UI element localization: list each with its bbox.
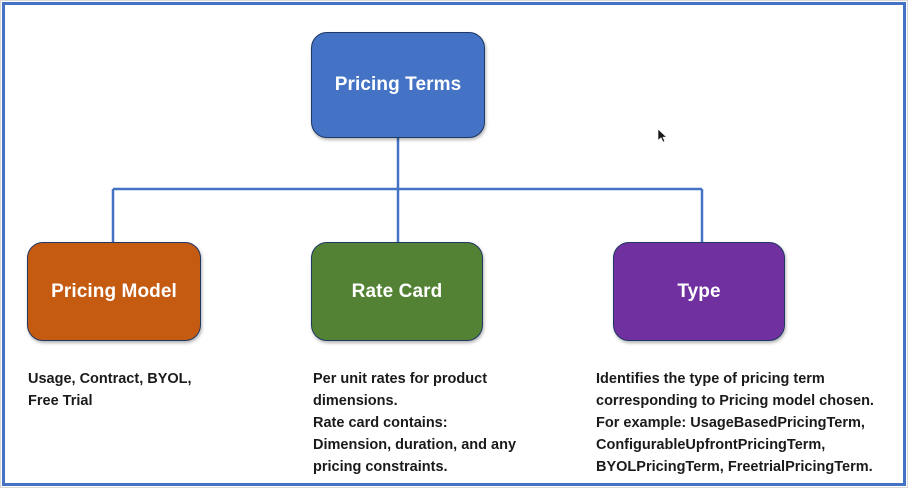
node-pricing-terms-label: Pricing Terms <box>334 74 462 95</box>
mouse-pointer-icon <box>657 128 668 143</box>
node-type[interactable]: Type <box>613 242 785 341</box>
node-rate-card-label: Rate Card <box>351 280 443 302</box>
node-pricing-model[interactable]: Pricing Model <box>27 242 201 341</box>
node-pricing-model-label: Pricing Model <box>51 280 177 302</box>
caption-rate-card: Per unit rates for product dimensions. R… <box>313 371 517 475</box>
node-type-label: Type <box>677 280 721 302</box>
caption-pricing-model: Usage, Contract, BYOL, Free Trial <box>28 371 192 409</box>
node-rate-card[interactable]: Rate Card <box>311 242 483 341</box>
caption-type: Identifies the type of pricing term corr… <box>596 371 874 475</box>
node-pricing-terms[interactable]: Pricing Terms <box>311 32 485 138</box>
